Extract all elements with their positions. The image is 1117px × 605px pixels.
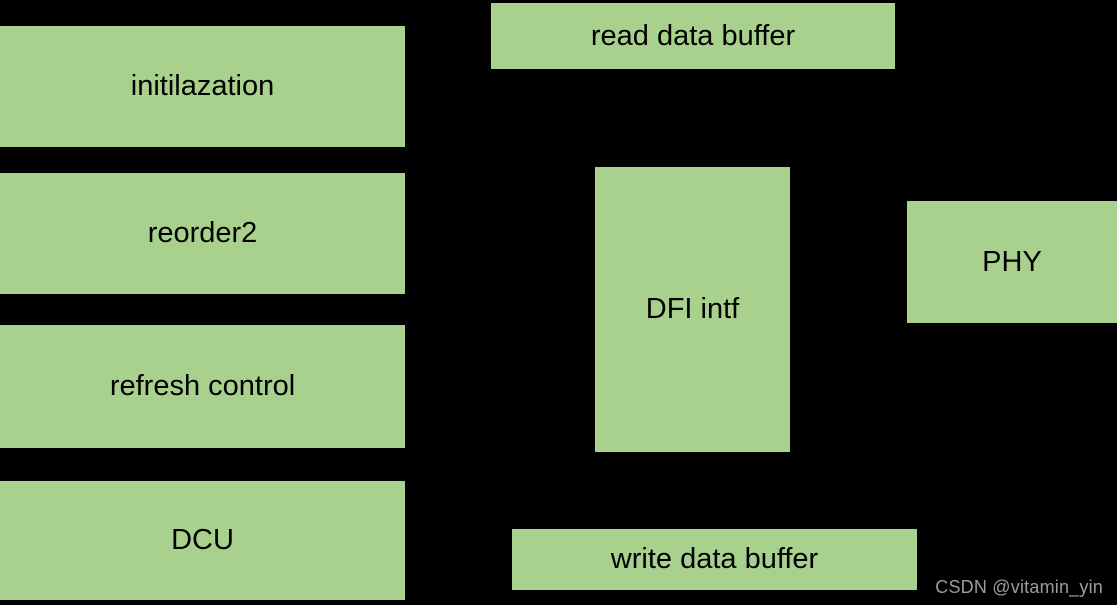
- block-dfi-intf: DFI intf: [595, 167, 790, 452]
- block-read-data-buffer: read data buffer: [491, 3, 895, 69]
- block-dcu: DCU: [0, 481, 405, 600]
- block-refresh-control: refresh control: [0, 325, 405, 448]
- block-phy: PHY: [907, 201, 1117, 323]
- watermark-text: CSDN @vitamin_yin: [935, 577, 1103, 597]
- block-write-data-buffer: write data buffer: [512, 529, 917, 590]
- block-reorder2: reorder2: [0, 173, 405, 294]
- block-initilazation: initilazation: [0, 26, 405, 147]
